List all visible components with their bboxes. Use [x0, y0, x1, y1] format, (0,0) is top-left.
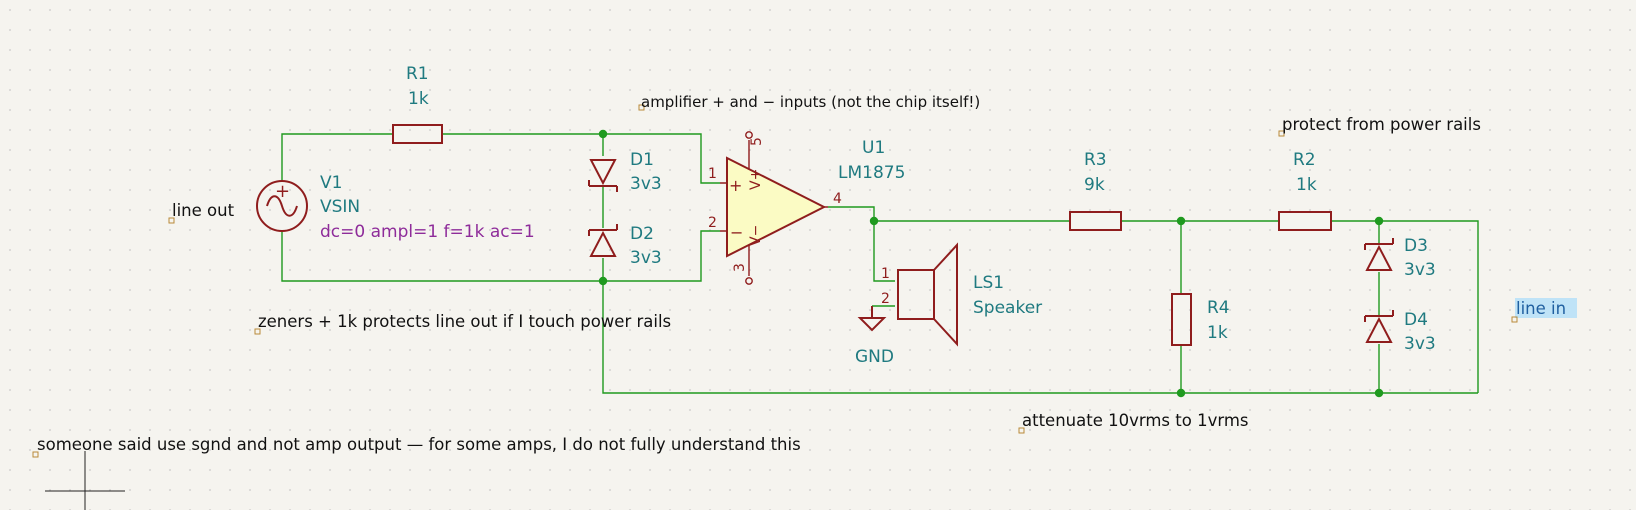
- zener-d3[interactable]: D3 3v3: [1364, 236, 1436, 280]
- sine-icon: [266, 195, 298, 217]
- note-protect-rails[interactable]: protect from power rails: [1282, 115, 1481, 134]
- d1-ref: D1: [630, 150, 654, 170]
- v1-value: VSIN: [320, 197, 360, 217]
- label-anchor: [1511, 316, 1518, 323]
- u1-plus-sign: +: [729, 176, 742, 195]
- selection-highlight: [1515, 298, 1577, 318]
- note-anchor: [168, 217, 175, 224]
- note-anchor: [638, 104, 645, 111]
- u1-pin1: 1: [708, 166, 717, 182]
- note-zeners[interactable]: zeners + 1k protects line out if I touch…: [258, 312, 671, 331]
- r1-value: 1k: [408, 89, 429, 109]
- r1-ref: R1: [406, 64, 429, 84]
- ls1-value: Speaker: [973, 298, 1042, 318]
- u1-ref: U1: [862, 138, 885, 158]
- d4-ref: D4: [1404, 310, 1428, 330]
- ls1-pin2: 2: [881, 291, 890, 307]
- ls1-pin1: 1: [881, 266, 890, 282]
- wire-out-to-speaker: [873, 221, 895, 282]
- line-in-text: line in: [1516, 299, 1566, 318]
- junctions: [598, 129, 1384, 398]
- note-line-out[interactable]: line out: [172, 201, 235, 220]
- opamp-u1[interactable]: 1 2 4 5 3 + − V+ V− U1 LM1875: [708, 131, 905, 285]
- r4-ref: R4: [1207, 298, 1230, 318]
- zener-d2[interactable]: D2 3v3: [588, 224, 662, 268]
- wire-to-plus-input: [603, 133, 720, 184]
- junction-dot: [1374, 388, 1384, 398]
- r2-value: 1k: [1296, 175, 1317, 195]
- crosshair-cursor: [45, 451, 125, 510]
- gnd-label: GND: [855, 347, 894, 367]
- note-anchor: [1278, 130, 1285, 137]
- junction-dot: [1176, 216, 1186, 226]
- note-anchor: [32, 451, 39, 458]
- zener-d1[interactable]: D1 3v3: [588, 150, 662, 194]
- wire-to-minus-input: [603, 230, 720, 282]
- note-anchor: [1018, 427, 1025, 434]
- u1-vplus-label: V+: [748, 169, 764, 190]
- note-attenuate[interactable]: attenuate 10vrms to 1vrms: [1022, 411, 1249, 430]
- voltage-source-v1[interactable]: + V1 VSIN dc=0 ampl=1 f=1k ac=1: [256, 173, 535, 242]
- notes: amplifier + and − inputs (not the chip i…: [32, 93, 1481, 458]
- resistor-r2[interactable]: R2 1k: [1278, 150, 1332, 231]
- v1-ref: V1: [320, 173, 342, 193]
- junction-dot: [598, 129, 608, 139]
- ls1-ref: LS1: [973, 273, 1004, 293]
- resistor-r3[interactable]: R3 9k: [1069, 150, 1122, 231]
- junction-dot: [598, 276, 608, 286]
- r3-value: 9k: [1084, 175, 1105, 195]
- u1-value: LM1875: [838, 163, 905, 183]
- resistor-r1[interactable]: R1 1k: [392, 64, 443, 144]
- u1-pin2: 2: [708, 215, 717, 231]
- wire-opamp-out: [828, 206, 1070, 222]
- ground-symbol[interactable]: GND: [855, 306, 894, 367]
- note-amp-inputs[interactable]: amplifier + and − inputs (not the chip i…: [641, 93, 980, 111]
- speaker-ls1[interactable]: 1 2 LS1 Speaker: [881, 242, 1042, 347]
- wires: [281, 133, 1479, 394]
- d1-value: 3v3: [630, 174, 662, 194]
- d3-ref: D3: [1404, 236, 1428, 256]
- r2-ref: R2: [1293, 150, 1316, 170]
- d2-value: 3v3: [630, 248, 662, 268]
- junction-dot: [1374, 216, 1384, 226]
- note-sgnd[interactable]: someone said use sgnd and not amp output…: [37, 435, 801, 454]
- wire-bottom-return: [602, 281, 1478, 394]
- r4-value: 1k: [1207, 323, 1228, 343]
- source-plus-sign: +: [275, 181, 290, 202]
- wire-v1-bottom: [281, 232, 603, 282]
- u1-pin3: 3: [732, 263, 748, 272]
- r3-ref: R3: [1084, 150, 1107, 170]
- junction-dot: [869, 216, 879, 226]
- label-line-in[interactable]: line in: [1511, 298, 1577, 323]
- zener-d4[interactable]: D4 3v3: [1364, 310, 1436, 354]
- note-anchor: [254, 328, 261, 335]
- d3-value: 3v3: [1404, 260, 1436, 280]
- d4-value: 3v3: [1404, 334, 1436, 354]
- u1-pin4: 4: [833, 191, 842, 207]
- resistor-r4[interactable]: R4 1k: [1171, 293, 1230, 346]
- wire-v1-top: [281, 133, 393, 180]
- d2-ref: D2: [630, 224, 654, 244]
- u1-vminus-label: V−: [748, 225, 764, 246]
- u1-minus-sign: −: [730, 223, 743, 242]
- u1-pin5: 5: [749, 137, 765, 146]
- junction-dot: [1176, 388, 1186, 398]
- v1-sim-params: dc=0 ampl=1 f=1k ac=1: [320, 222, 535, 242]
